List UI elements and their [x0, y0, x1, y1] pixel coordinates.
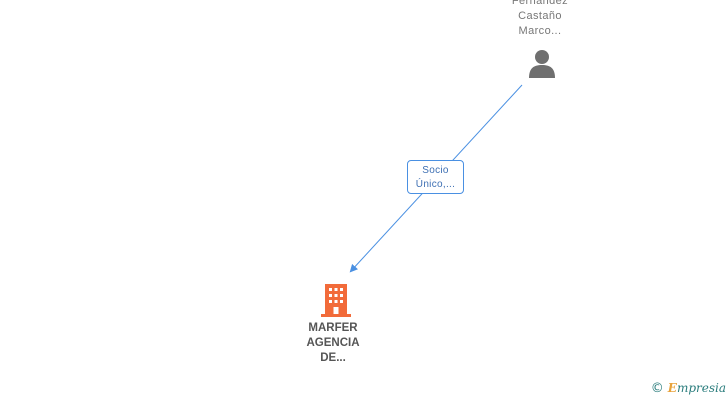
company-name[interactable]: MARFER AGENCIA DE...	[296, 321, 370, 366]
person-name-line-1: Fernandez	[511, 0, 569, 7]
copyright-icon: ©	[650, 380, 664, 396]
brand-logo-rest: mpresia	[676, 381, 726, 395]
building-icon[interactable]	[320, 283, 352, 317]
company-name-line-1: MARFER	[308, 322, 358, 334]
footer-brand: © Empresia	[651, 379, 726, 397]
person-icon[interactable]	[528, 49, 556, 78]
company-name-line-3: DE...	[320, 352, 346, 364]
relationship-label-line-2: Único,...	[415, 179, 456, 190]
person-name[interactable]: Fernandez Castaño Marco...	[490, 0, 590, 39]
person-name-line-2: Castaño	[518, 10, 562, 22]
brand-logo-initial: E	[667, 381, 677, 395]
relationship-label[interactable]: Socio Único,...	[407, 160, 464, 194]
company-name-line-2: AGENCIA	[306, 337, 360, 349]
brand-logo[interactable]: Empresia	[668, 381, 726, 395]
relationship-label-line-1: Socio	[422, 165, 449, 176]
person-name-line-3: Marco...	[518, 25, 562, 37]
